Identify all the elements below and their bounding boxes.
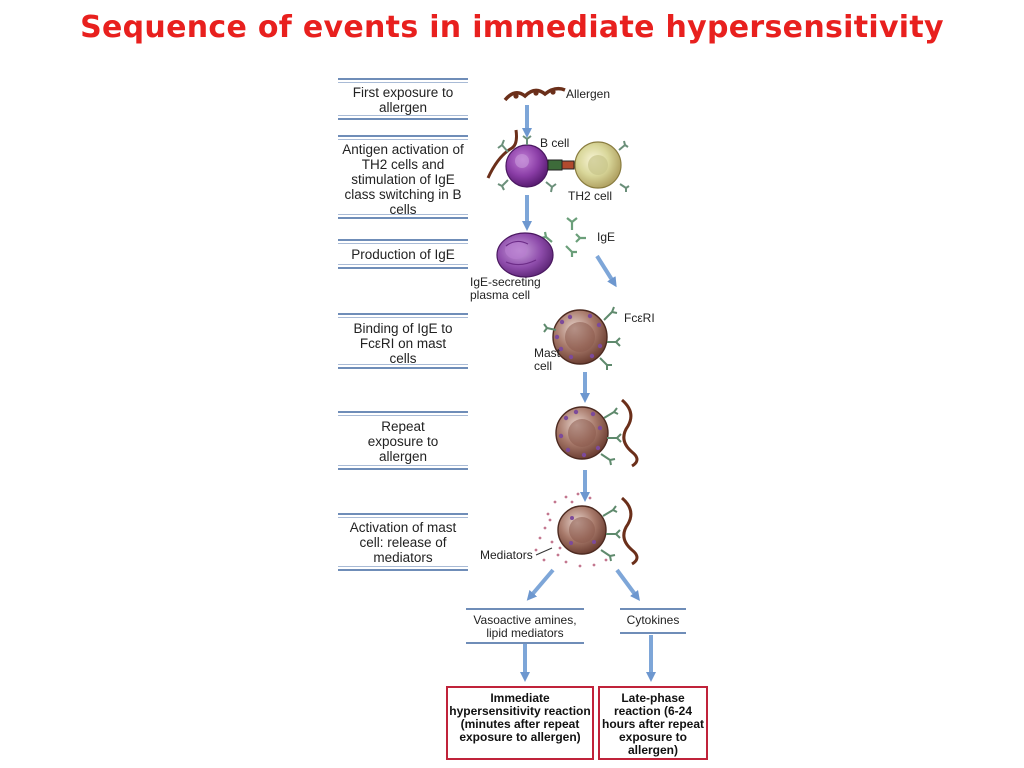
page-title: Sequence of events in immediate hypersen… xyxy=(80,10,944,45)
stage-label: Activation of mast cell: release of medi… xyxy=(349,520,457,565)
stage-production-ige: Production of IgE xyxy=(338,239,468,269)
label-b-cell: B cell xyxy=(540,136,570,150)
arrow-to-vasoactive xyxy=(526,568,555,601)
label-mediators: Mediators xyxy=(480,548,533,562)
label-th2-cell: TH2 cell xyxy=(568,189,613,203)
stage-label: Production of IgE xyxy=(351,247,455,262)
stage-activation-mast: Activation of mast cell: release of medi… xyxy=(338,513,468,571)
outcome-cytokines: Cytokines xyxy=(620,608,686,634)
arrow-to-cytokines xyxy=(615,568,640,602)
stage-label: Antigen activation of TH2 cells and stim… xyxy=(342,142,464,217)
mast-cell-icon xyxy=(543,306,621,370)
label-ige: IgE xyxy=(597,230,616,244)
mast-cell-allergen-icon xyxy=(555,398,639,468)
label-plasma-cell: IgE-secreting plasma cell xyxy=(470,275,541,302)
flow-arrows xyxy=(520,105,656,682)
stage-first-exposure: First exposure to allergen xyxy=(338,78,468,120)
final-immediate-reaction: Immediate hypersensitivity reaction (min… xyxy=(446,686,594,760)
stage-binding-ige: Binding of IgE to FcεRI on mast cells xyxy=(338,313,468,369)
stage-label: Repeat exposure to allergen xyxy=(367,419,439,464)
stage-label: First exposure to allergen xyxy=(352,85,454,115)
stage-antigen-activation: Antigen activation of TH2 cells and stim… xyxy=(338,135,468,219)
label-mast-cell: Mast cell xyxy=(534,346,561,373)
free-ige-icon xyxy=(540,217,586,257)
label-allergen: Allergen xyxy=(566,87,611,101)
arrow-ige-to-mast xyxy=(595,254,617,288)
th2-cell-icon xyxy=(574,140,630,192)
activated-mast-cell-icon xyxy=(534,492,639,568)
label-fceri: FcεRI xyxy=(624,311,655,325)
plasma-cell-icon xyxy=(496,232,554,278)
mhc-contact-icon xyxy=(547,159,575,171)
allergen-chain-icon xyxy=(503,86,566,102)
final-late-phase-reaction: Late-phase reaction (6-24 hours after re… xyxy=(598,686,708,760)
stage-label: Binding of IgE to FcεRI on mast cells xyxy=(353,321,453,366)
stage-repeat-exposure: Repeat exposure to allergen xyxy=(338,411,468,470)
outcome-vasoactive: Vasoactive amines, lipid mediators xyxy=(466,608,584,644)
